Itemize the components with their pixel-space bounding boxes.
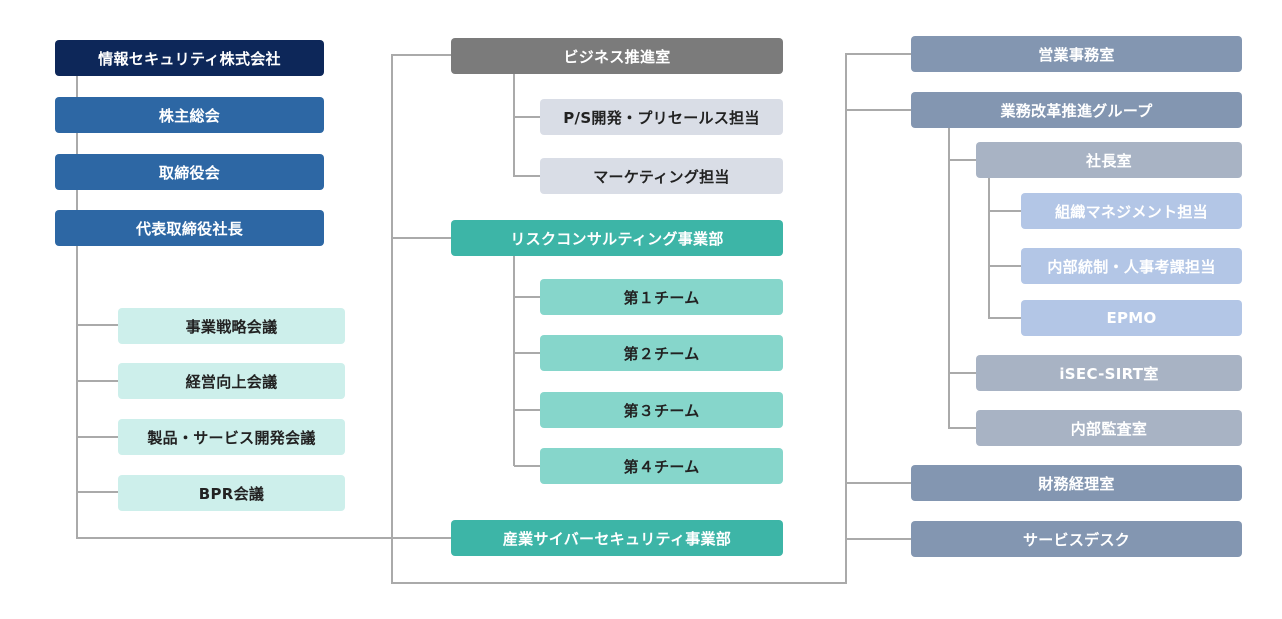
ceo-box: 代表取締役社長 (55, 210, 324, 246)
risk-consulting-box: リスクコンサルティング事業部 (451, 220, 783, 256)
team-box: 第３チーム (540, 392, 783, 428)
meeting-box: 経営向上会議 (118, 363, 345, 399)
company-box: 情報セキュリティ株式会社 (55, 40, 324, 76)
finance-box: 財務経理室 (911, 465, 1242, 501)
team-box: 第１チーム (540, 279, 783, 315)
meeting-box: 事業戦略会議 (118, 308, 345, 344)
business-child-box: マーケティング担当 (540, 158, 783, 194)
business-promotion-box: ビジネス推進室 (451, 38, 783, 74)
shareholders-meeting-box: 株主総会 (55, 97, 324, 133)
team-box: 第４チーム (540, 448, 783, 484)
industrial-cyber-box: 産業サイバーセキュリティ事業部 (451, 520, 783, 556)
sales-office-box: 営業事務室 (911, 36, 1242, 72)
meeting-box: 製品・サービス開発会議 (118, 419, 345, 455)
team-box: 第２チーム (540, 335, 783, 371)
meeting-box: BPR会議 (118, 475, 345, 511)
business-reform-box: 業務改革推進グループ (911, 92, 1242, 128)
sirt-box: iSEC-SIRT室 (976, 355, 1242, 391)
board-of-directors-box: 取締役会 (55, 154, 324, 190)
president-office-box: 社長室 (976, 142, 1242, 178)
service-desk-box: サービスデスク (911, 521, 1242, 557)
president-child-box: 組織マネジメント担当 (1021, 193, 1242, 229)
business-child-box: P/S開発・プリセールス担当 (540, 99, 783, 135)
president-child-box: EPMO (1021, 300, 1242, 336)
president-child-box: 内部統制・人事考課担当 (1021, 248, 1242, 284)
internal-audit-box: 内部監査室 (976, 410, 1242, 446)
